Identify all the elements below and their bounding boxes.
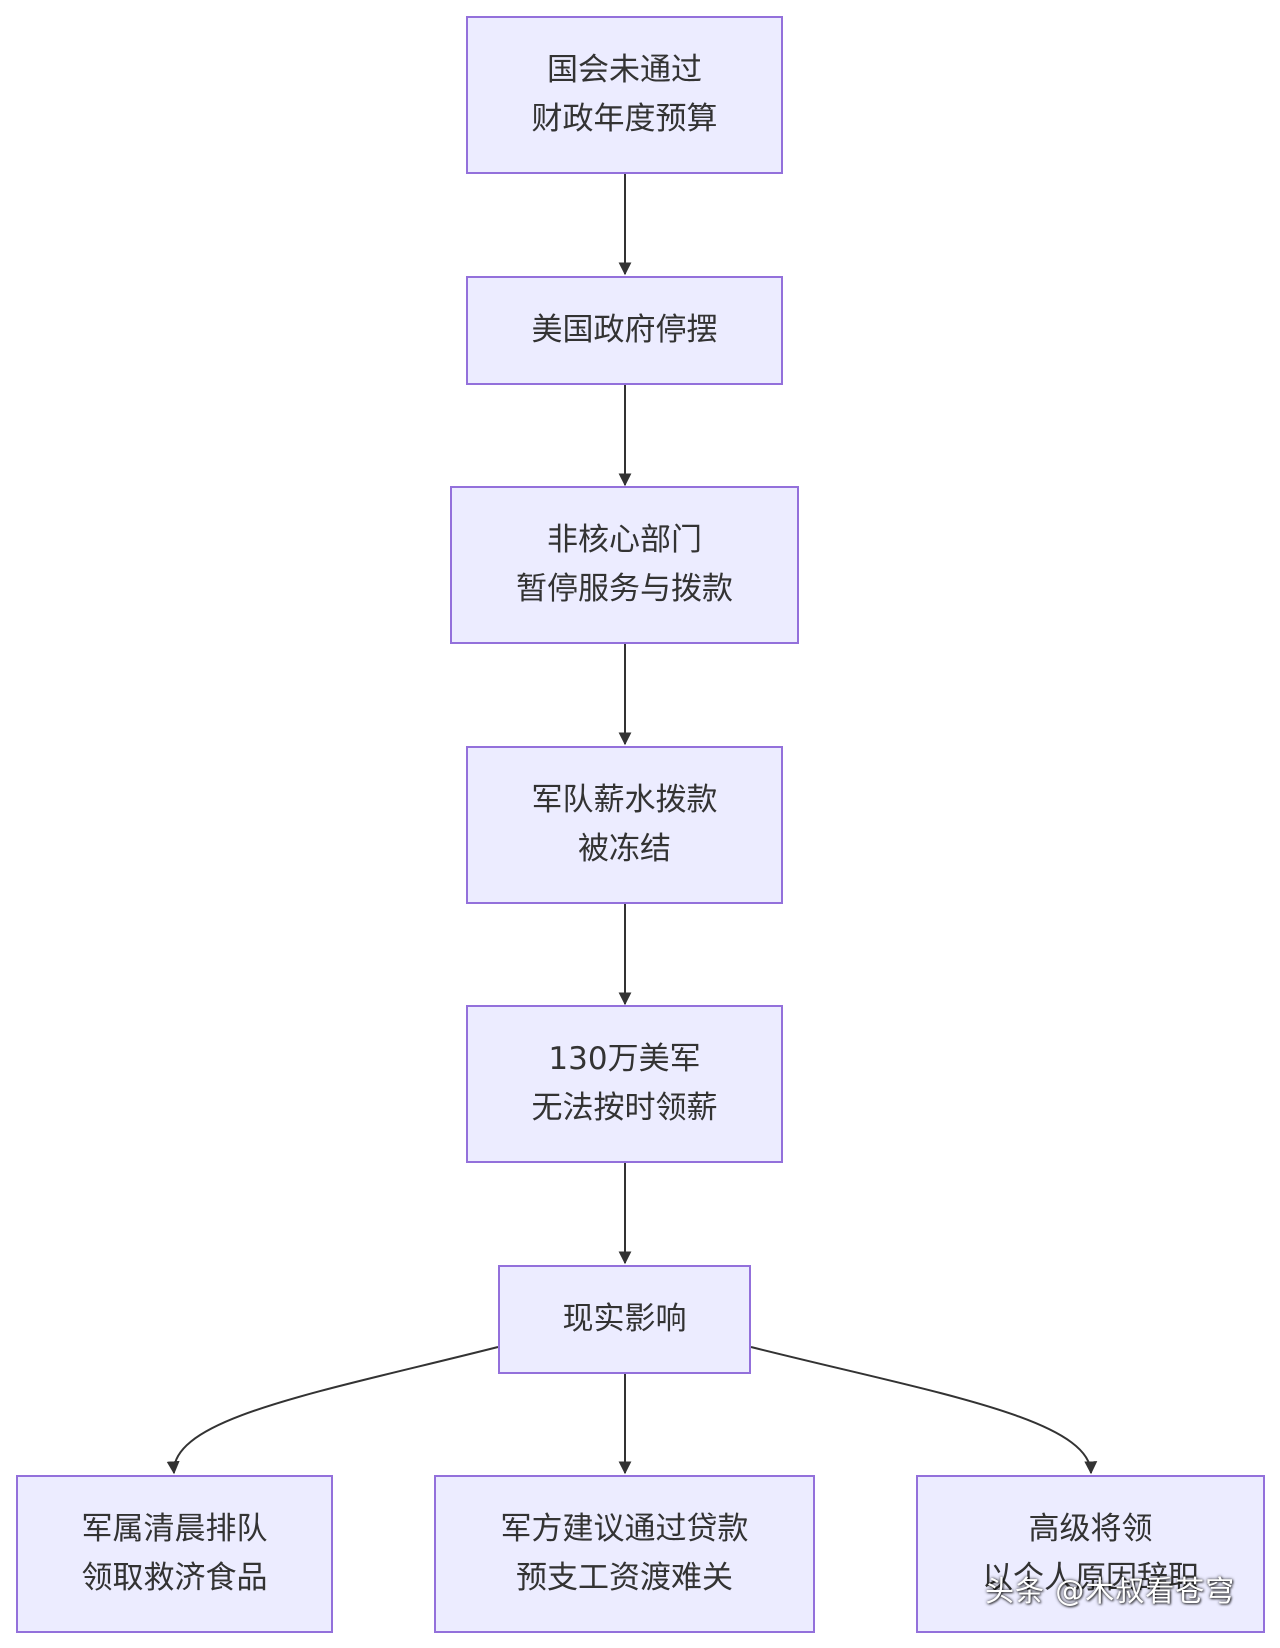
node-line: 非核心部门 — [547, 522, 702, 558]
node-real-impact: 现实影响 — [498, 1265, 751, 1374]
node-no-budget-passed: 国会未通过 财政年度预算 — [466, 16, 783, 174]
node-families-food-queue: 军属清晨排队 领取救济食品 — [16, 1475, 333, 1633]
node-line: 现实影响 — [562, 1301, 687, 1337]
node-line: 预支工资渡难关 — [516, 1560, 733, 1596]
node-line: 军方建议通过贷款 — [500, 1511, 749, 1547]
node-line: 130万美军 — [548, 1041, 701, 1077]
node-line: 国会未通过 — [547, 52, 702, 88]
node-military-pay-frozen: 军队薪水拨款 被冻结 — [466, 746, 783, 904]
node-generals-resign: 高级将领 以个人原因辞职 — [916, 1475, 1265, 1633]
node-line: 无法按时领薪 — [531, 1090, 718, 1126]
node-line: 高级将领 — [1028, 1511, 1153, 1547]
node-loan-advice: 军方建议通过贷款 预支工资渡难关 — [434, 1475, 815, 1633]
watermark-text: 头条 @木叔看苍穹 — [985, 1574, 1236, 1608]
edge-n6-n9 — [750, 1346, 1098, 1475]
node-troops-unpaid: 130万美军 无法按时领薪 — [466, 1005, 783, 1163]
node-noncore-departments: 非核心部门 暂停服务与拨款 — [450, 486, 799, 644]
node-line: 领取救济食品 — [81, 1560, 268, 1596]
node-line: 财政年度预算 — [531, 101, 718, 137]
node-line: 军属清晨排队 — [81, 1511, 268, 1547]
edge-n6-n7 — [166, 1346, 499, 1475]
node-line: 暂停服务与拨款 — [516, 571, 733, 607]
node-government-shutdown: 美国政府停摆 — [466, 276, 783, 385]
node-line: 被冻结 — [578, 831, 671, 867]
node-line: 以个人原因辞职 — [982, 1560, 1199, 1596]
node-line: 军队薪水拨款 — [531, 782, 718, 818]
node-line: 美国政府停摆 — [531, 312, 718, 348]
